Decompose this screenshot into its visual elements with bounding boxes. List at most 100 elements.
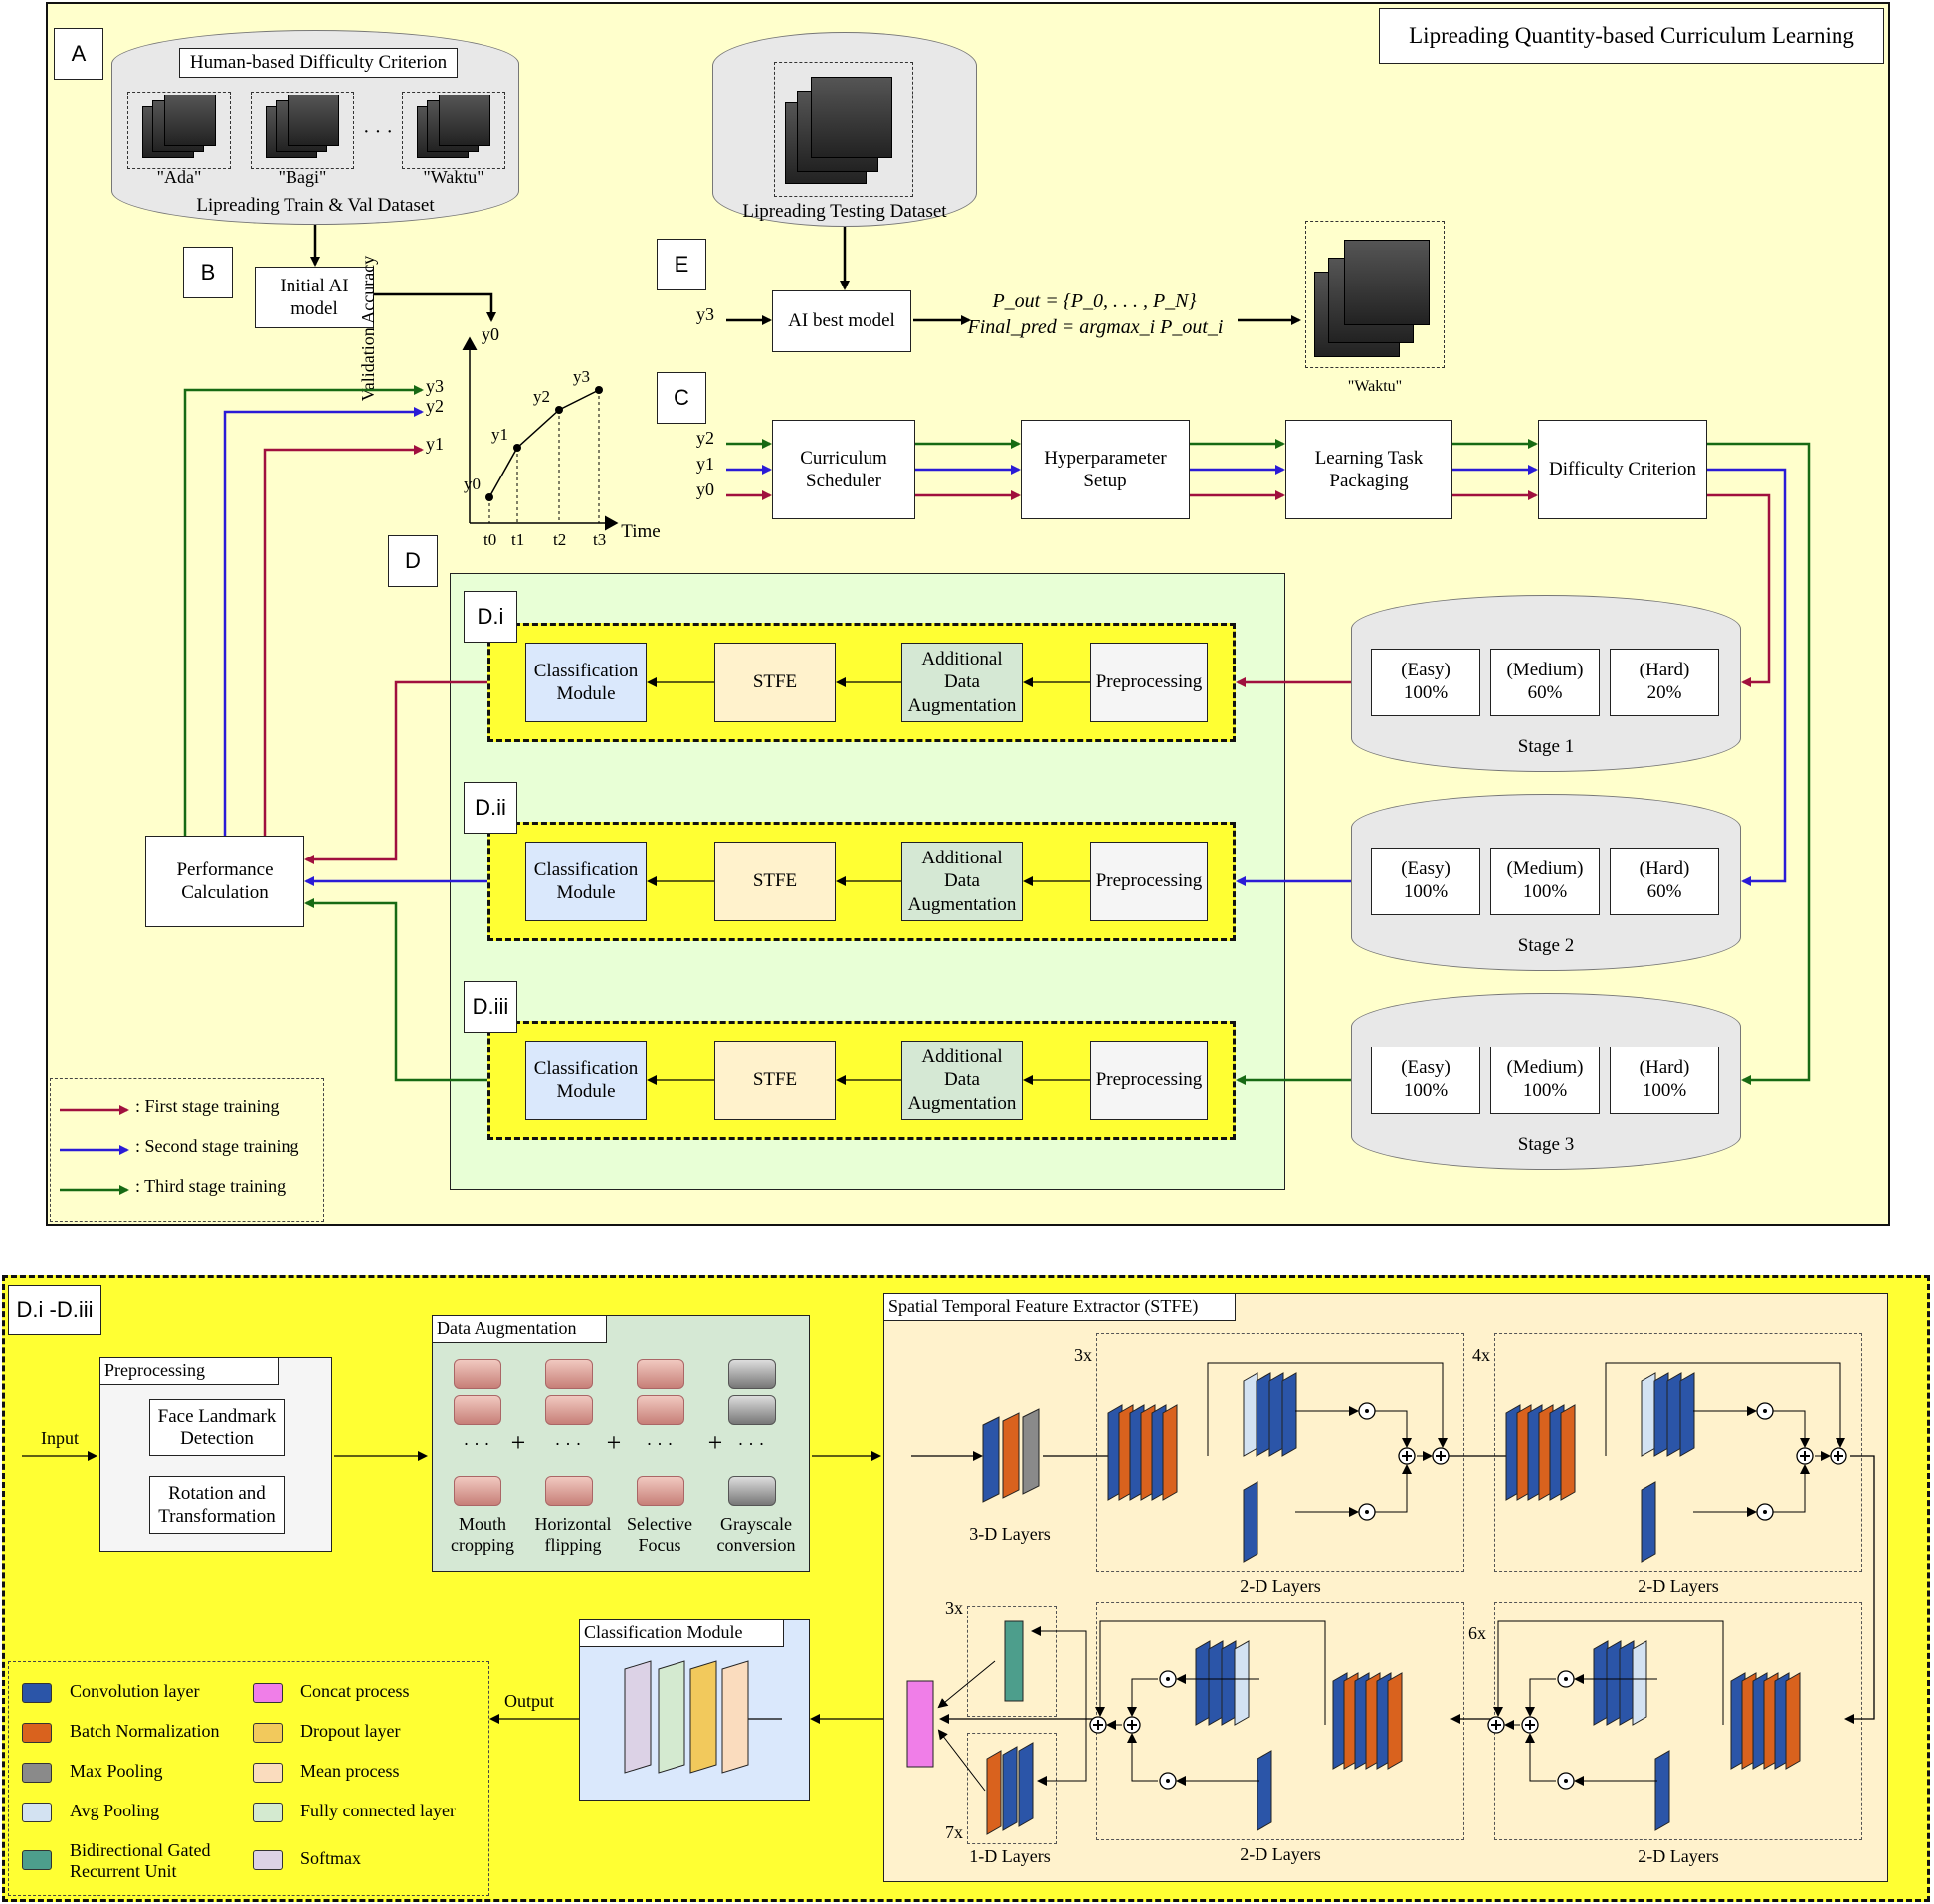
stfe-gru-group: [967, 1606, 1057, 1717]
aug-dots-2: · · ·: [554, 1434, 582, 1454]
g1-branch-bottom: [1243, 1481, 1258, 1563]
g4-stack-5: [1785, 1672, 1801, 1770]
d-i-augmentation: Additional Data Augmentation: [901, 643, 1023, 722]
stfe-2d-label-3: 2-D Layers: [1240, 1844, 1321, 1864]
g1-branch-top-0: [1243, 1372, 1258, 1457]
g2-add-1: [1796, 1447, 1814, 1465]
d-ii-classification: Classification Module: [525, 842, 647, 921]
bigru-layer: [1004, 1620, 1024, 1702]
best-model-input-y3: y3: [696, 304, 714, 324]
stfe-mult-6x: 6x: [1468, 1623, 1486, 1643]
stage-3-hard: (Hard) 100%: [1610, 1047, 1719, 1114]
dataset-caption: Lipreading Train & Val Dataset: [196, 195, 435, 216]
g2-branch-bottom: [1641, 1481, 1656, 1563]
perf-to-y1: [263, 445, 424, 836]
word-ada: "Ada": [156, 167, 202, 187]
prediction-clip: [1305, 221, 1445, 368]
curriculum-scheduler: Curriculum Scheduler: [772, 420, 915, 519]
rnn-split-top: [1031, 1626, 1087, 1719]
stage-2-medium: (Medium) 100%: [1490, 848, 1600, 915]
stage-3-medium: (Medium) 100%: [1490, 1047, 1600, 1114]
g3-b2: [1127, 1733, 1158, 1782]
aug-dots-3: · · ·: [646, 1434, 674, 1454]
data-augmentation-title: Data Augmentation: [432, 1315, 607, 1343]
word-clip-ada: [127, 92, 231, 169]
g2-mul-top: [1756, 1402, 1774, 1420]
d-i-to-perf: [304, 680, 487, 864]
g3-mul-bottom: [1159, 1772, 1177, 1790]
stage-3-name: Stage 3: [1517, 1134, 1575, 1155]
graph-xlabel: Time: [621, 521, 661, 542]
legend-avgpool: Avg Pooling: [70, 1801, 160, 1820]
graph-tick-t1: t1: [511, 530, 524, 549]
face-landmark-detection: Face Landmark Detection: [149, 1399, 285, 1456]
g3-branch-top-2: [1221, 1640, 1237, 1726]
g1-mul-top: [1358, 1402, 1376, 1420]
arrow-2d2-to-2d4: [1844, 1455, 1875, 1724]
g4-branch-top-1: [1606, 1640, 1622, 1726]
g1-stack-5: [1162, 1404, 1178, 1501]
conv1d-1: [1002, 1746, 1018, 1831]
legend-swatch-bigru: [22, 1850, 52, 1870]
g3-skip: [1095, 1620, 1326, 1725]
panel-label-d-ii: D.ii: [464, 782, 517, 834]
g4-mul-top: [1557, 1670, 1575, 1688]
graph-point-label-y0: y0: [464, 475, 481, 493]
stfe-mult-7x: 7x: [945, 1822, 963, 1842]
g4-branch-bottom: [1654, 1750, 1670, 1831]
stfe-2d-label-4: 2-D Layers: [1638, 1846, 1719, 1866]
formula-line1: P_out = {P_0, . . . , P_N}: [992, 290, 1197, 312]
stage-3-easy: (Easy) 100%: [1371, 1047, 1480, 1114]
word-bagi: "Bagi": [278, 167, 327, 187]
aug-plus-3: +: [707, 1428, 723, 1457]
gru-to-concat: [937, 1660, 996, 1709]
graph-tick-t3: t3: [593, 530, 606, 549]
cls-fc: [658, 1660, 685, 1774]
graph-point-label-y2: y2: [533, 387, 550, 406]
main-title: Lipreading Quantity-based Curriculum Lea…: [1379, 8, 1884, 64]
pipe-in-y2: y2: [696, 428, 714, 448]
legend-swatch-mean: [253, 1763, 283, 1783]
testing-dataset-caption: Lipreading Testing Dataset: [742, 201, 947, 222]
g1-branch-top-3: [1281, 1372, 1297, 1457]
stage-1-name: Stage 1: [1517, 736, 1575, 757]
g4-add-1: [1521, 1716, 1539, 1734]
d-ii-preprocessing: Preprocessing: [1090, 842, 1208, 921]
pipe-in-y0: y0: [696, 479, 714, 499]
g1-mul-bottom: [1358, 1503, 1376, 1521]
output-label: Output: [503, 1691, 554, 1711]
legend-second-stage: : Second stage training: [135, 1136, 299, 1156]
bottom-preprocessing-title: Preprocessing: [99, 1357, 279, 1385]
d-iii-to-perf: [304, 898, 487, 1082]
perf-out-y3: y3: [426, 376, 444, 396]
aug-mouth-cropping: Mouth cropping: [451, 1514, 514, 1555]
g2-branch-top-0: [1641, 1372, 1656, 1457]
d-i-preprocessing: Preprocessing: [1090, 643, 1208, 722]
stfe-2d-group-2: [1494, 1333, 1862, 1572]
g2-branch-top-1: [1653, 1372, 1669, 1457]
legend-swatch-softmax: [253, 1850, 283, 1870]
g3-add-1: [1123, 1716, 1141, 1734]
d-ii-augmentation: Additional Data Augmentation: [901, 842, 1023, 921]
rnn-split-bottom: [1037, 1719, 1087, 1786]
g4-mul-bottom: [1557, 1772, 1575, 1790]
stage-1-easy: (Easy) 100%: [1371, 649, 1480, 716]
difficulty-criterion: Difficulty Criterion: [1538, 420, 1707, 519]
bn3d-1: [1002, 1412, 1020, 1499]
graph-point-label-y1: y1: [491, 425, 508, 444]
g4-branch-top-3: [1632, 1640, 1647, 1726]
panel-label-d-all: D.i -D.iii: [8, 1285, 101, 1335]
concat-layer: [906, 1680, 934, 1768]
legend-third-stage: : Third stage training: [135, 1176, 287, 1196]
perf-to-y2: [223, 407, 424, 836]
g4-branch-top-0: [1593, 1640, 1609, 1726]
legend-swatch-convolution: [22, 1683, 52, 1703]
legend-first-stage: : First stage training: [135, 1096, 280, 1116]
g2-t2: [1773, 1410, 1810, 1448]
panel-label-d-iii: D.iii: [464, 981, 517, 1033]
g1-add-1: [1398, 1447, 1416, 1465]
panel-label-c: C: [657, 372, 706, 424]
stfe-mult-gru-3x: 3x: [945, 1598, 963, 1618]
aug-dots-4: · · ·: [737, 1434, 765, 1454]
